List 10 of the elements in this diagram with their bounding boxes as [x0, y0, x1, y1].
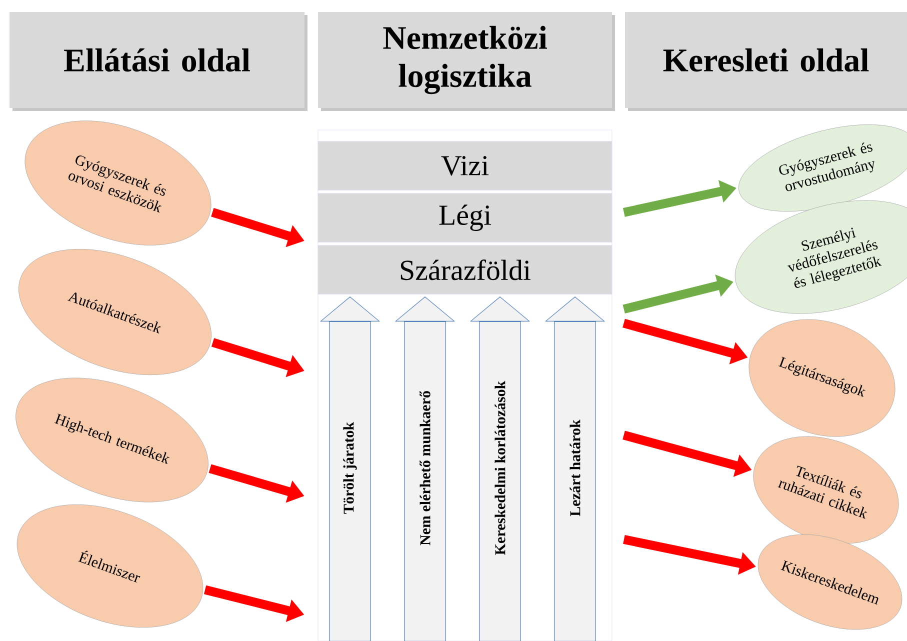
edge-label: Nem elérhető munkaerő	[418, 390, 432, 546]
header-box: Keresleti oldal	[625, 12, 907, 108]
mode-bar: Légi	[318, 193, 612, 242]
edge-label: Törölt járatok	[342, 420, 358, 516]
header-box: Nemzetközi logisztika	[318, 12, 612, 108]
mode-bar: Szárazföldi	[318, 245, 612, 294]
mode-bar: Vizi	[318, 141, 612, 190]
edge-label: Lezárt határok	[568, 418, 582, 518]
header-box: Ellátási oldal	[10, 12, 304, 108]
edge-label: Kereskedelmi korlátozások	[494, 380, 506, 556]
